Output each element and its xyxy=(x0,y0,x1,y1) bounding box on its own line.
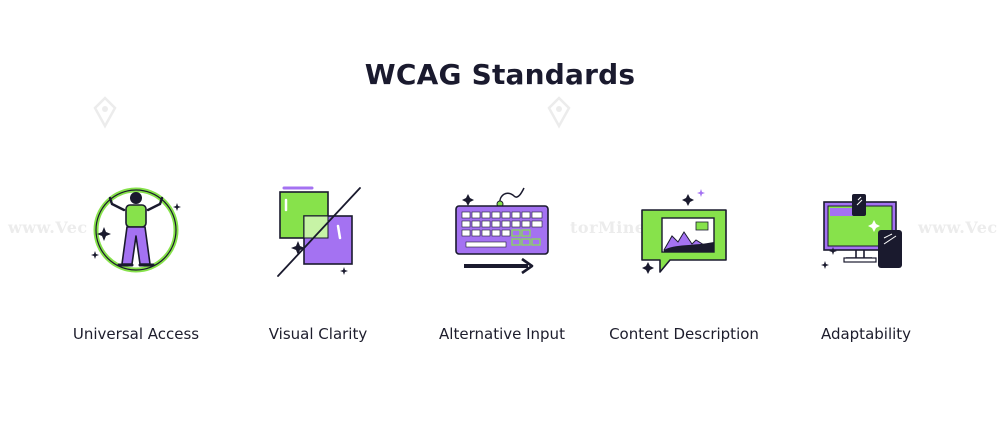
feature-alternative-input: Alternative Input xyxy=(402,184,602,343)
alternative-input-icon xyxy=(455,187,549,275)
content-description-icon xyxy=(641,189,727,274)
watermark-middle: torMine.c xyxy=(570,218,662,237)
feature-label: Universal Access xyxy=(72,325,200,343)
feature-content-description: Content Description xyxy=(584,184,784,343)
watermark-logo-icon xyxy=(547,96,571,129)
feature-adaptability: Adaptability xyxy=(766,184,966,343)
feature-label: Alternative Input xyxy=(439,325,565,343)
feature-label: Adaptability xyxy=(820,325,912,343)
watermark-left: www.Vec xyxy=(8,218,88,237)
page-title: WCAG Standards xyxy=(364,58,636,91)
adaptability-icon xyxy=(821,194,902,269)
visual-clarity-icon xyxy=(277,186,361,277)
watermark-right: www.Vec xyxy=(918,218,998,237)
feature-visual-clarity: Visual Clarity xyxy=(218,184,418,343)
feature-label: Visual Clarity xyxy=(268,325,368,343)
feature-label: Content Description xyxy=(609,325,759,343)
universal-access-icon xyxy=(91,187,181,273)
feature-universal-access: Universal Access xyxy=(36,184,236,343)
watermark-logo-icon xyxy=(93,96,117,129)
